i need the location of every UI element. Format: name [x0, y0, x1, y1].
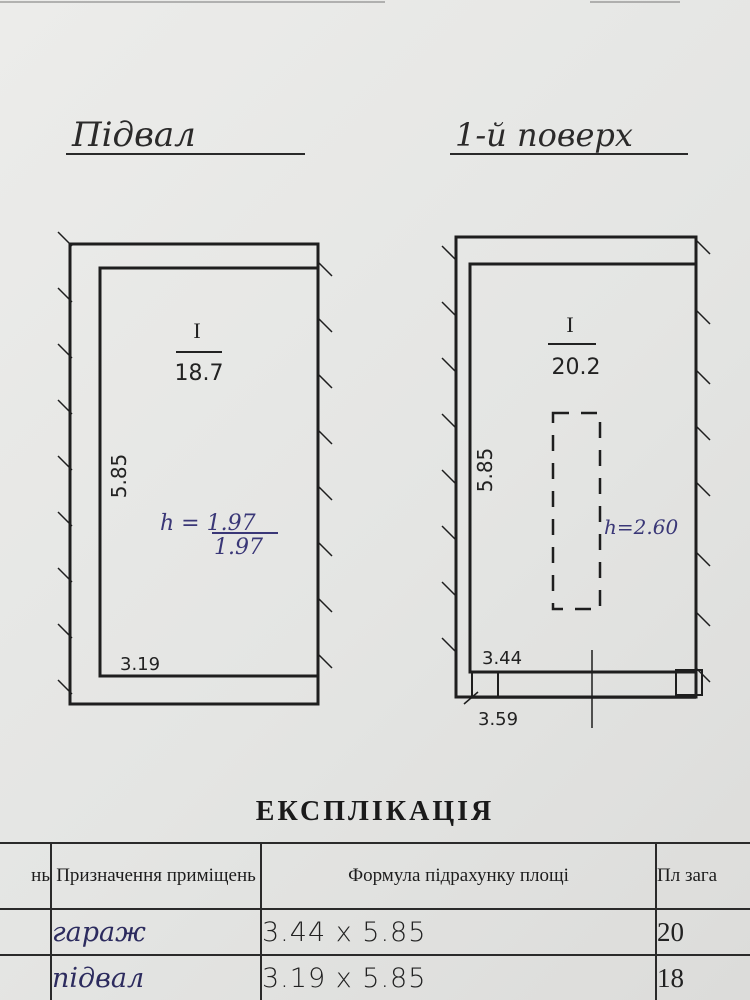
header-purpose: Призначення приміщень — [50, 842, 262, 910]
row-number-cell — [0, 954, 52, 1000]
first-floor-length-dim: 5.85 — [473, 448, 497, 493]
first-floor-hatching-right — [695, 239, 711, 683]
first-floor-heading: 1-й поверх — [455, 116, 633, 154]
first-floor-dim-tick — [463, 691, 479, 705]
basement-height-note-2: 1.97 — [214, 535, 263, 560]
row-formula: 3.19 x 5.85 — [260, 954, 657, 1000]
row-purpose: підвал — [50, 954, 262, 1000]
first-floor-room-area: 20.2 — [552, 355, 601, 380]
first-floor-width-dim: 3.44 — [482, 648, 522, 669]
header-formula: Формула підрахунку площі — [260, 842, 657, 910]
basement-inner-wall — [98, 266, 320, 678]
row-area: 18 — [655, 954, 750, 1000]
row-purpose: гараж — [50, 908, 262, 956]
basement-length-dim: 5.85 — [107, 454, 131, 499]
first-floor-room-number: I — [566, 312, 573, 337]
explication-title: ЕКСПЛІКАЦІЯ — [255, 796, 495, 827]
first-floor-height-note: h=2.60 — [604, 515, 678, 539]
basement-hatching-left — [57, 231, 73, 695]
first-floor-column-right — [675, 669, 703, 696]
floor-plans: Підвал 1-й поверх — [0, 1, 711, 730]
table-row: гараж 3.44 x 5.85 20 — [0, 908, 750, 956]
header-number: нь — [0, 842, 52, 910]
header-area: Пл зага — [655, 842, 750, 910]
first-floor-column-left — [471, 671, 499, 698]
row-number-cell — [0, 908, 52, 956]
basement-room-area: 18.7 — [175, 361, 224, 386]
row-formula: 3.44 x 5.85 — [260, 908, 657, 956]
basement-hatching-right — [317, 261, 333, 669]
explication-header-row: нь Призначення приміщень Формула підраху… — [0, 842, 750, 910]
explication-table: нь Призначення приміщень Формула підраху… — [0, 842, 750, 1000]
table-row: підвал 3.19 x 5.85 18 — [0, 954, 750, 1000]
first-floor-plan: I 20.2 5.85 h=2.60 3.44 3.59 — [441, 235, 711, 730]
basement-plan: I 18.7 5.85 h = 1.97 1.97 3.19 — [57, 231, 333, 706]
basement-room-number: I — [193, 318, 200, 343]
first-floor-inner-wall — [468, 262, 698, 674]
first-floor-outer-dim: 3.59 — [478, 709, 518, 730]
first-floor-inspection-pit — [551, 411, 602, 611]
first-floor-hatching-left — [441, 245, 457, 653]
basement-height-note: h = 1.97 — [160, 511, 256, 536]
basement-heading: Підвал — [71, 115, 196, 155]
row-area: 20 — [655, 908, 750, 956]
basement-width-dim: 3.19 — [120, 654, 160, 675]
